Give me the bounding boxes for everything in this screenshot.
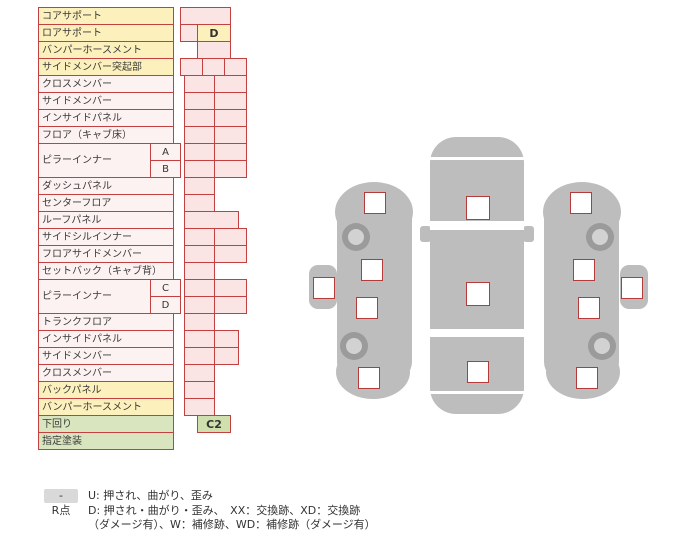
wheel-icon bbox=[594, 338, 610, 354]
damage-cell: C2 bbox=[197, 415, 231, 433]
car-mirror-right-icon bbox=[523, 226, 534, 242]
damage-cell bbox=[214, 160, 247, 178]
legend-line: （ダメージ有）、W：補修跡、WD：補修跡（ダメージ有） bbox=[88, 518, 376, 531]
damage-cell bbox=[214, 245, 247, 263]
car-mirror-left-icon bbox=[420, 226, 431, 242]
legend-item: R点 D: 押され・曲がり・歪み、 XX：交換跡、XD：交換跡（ダメージ有）、W：… bbox=[44, 504, 376, 532]
legend-key: - bbox=[44, 489, 78, 503]
hood-line bbox=[430, 157, 524, 160]
legend-text: D: 押され・曲がり・歪み、 XX：交換跡、XD：交換跡（ダメージ有）、W：補修… bbox=[88, 504, 376, 532]
wheel-icon bbox=[346, 338, 362, 354]
car-right-side bbox=[543, 182, 648, 399]
legend-text: U: 押され、曲がり、歪み bbox=[88, 489, 213, 503]
legend-line: U: 押され、曲がり、歪み bbox=[88, 489, 213, 502]
rear-window-gap bbox=[430, 329, 524, 337]
legend-line: D: 押され・曲がり・歪み、 XX：交換跡、XD：交換跡 bbox=[88, 504, 361, 517]
car-left-side bbox=[309, 182, 413, 399]
part-label: フロアサイドメンバー bbox=[38, 245, 174, 263]
pillar-sublabel: B bbox=[150, 160, 181, 178]
wheel-icon bbox=[592, 229, 608, 245]
car-top-body bbox=[430, 137, 524, 414]
trunk-line bbox=[430, 391, 524, 394]
legend-item: -U: 押され、曲がり、歪み bbox=[44, 489, 376, 503]
car-left-mirror-tab bbox=[309, 265, 337, 309]
damage-cell bbox=[214, 347, 239, 365]
wheel-icon bbox=[348, 229, 364, 245]
pillar-sublabel: C bbox=[150, 279, 181, 297]
damage-cell: D bbox=[197, 24, 231, 42]
part-label: ピラーインナー bbox=[38, 279, 151, 314]
damage-cell bbox=[214, 296, 247, 314]
legend-key: R点 bbox=[51, 504, 71, 517]
windshield-gap bbox=[430, 221, 524, 230]
car-right-mirror-tab bbox=[620, 265, 648, 309]
part-label: ピラーインナー bbox=[38, 143, 151, 178]
part-label: 指定塗装 bbox=[38, 432, 174, 450]
car-top-view bbox=[420, 137, 534, 414]
